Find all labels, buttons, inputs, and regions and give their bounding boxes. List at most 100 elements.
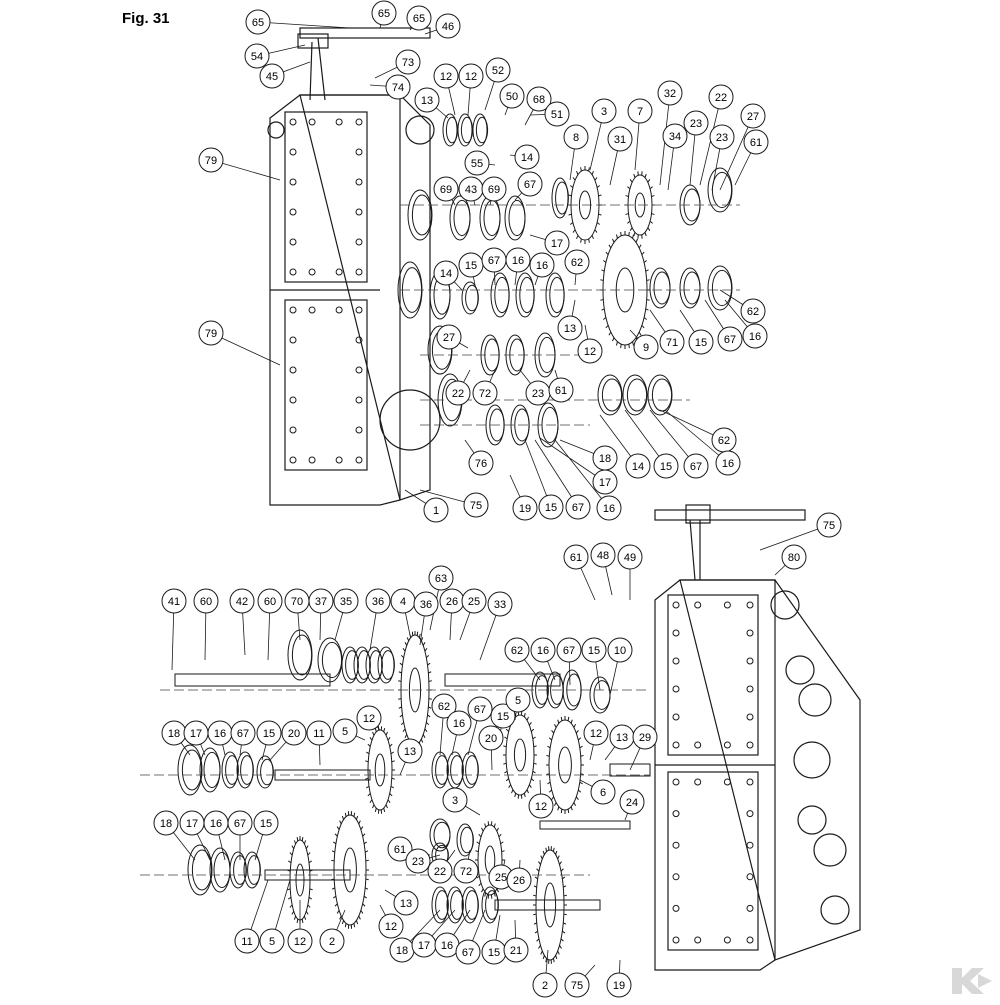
part-callout[interactable]: 20 — [282, 721, 306, 745]
part-callout[interactable]: 12 — [357, 706, 381, 730]
part-callout[interactable]: 5 — [260, 929, 284, 953]
part-callout[interactable]: 15 — [539, 495, 563, 519]
part-callout[interactable]: 76 — [469, 451, 493, 475]
part-callout[interactable]: 16 — [204, 811, 228, 835]
part-callout[interactable]: 13 — [558, 316, 582, 340]
part-callout[interactable]: 18 — [154, 811, 178, 835]
part-callout[interactable]: 18 — [593, 446, 617, 470]
part-callout[interactable]: 67 — [718, 327, 742, 351]
part-callout[interactable]: 71 — [660, 330, 684, 354]
part-callout[interactable]: 37 — [309, 589, 333, 613]
part-callout[interactable]: 51 — [545, 102, 569, 126]
part-callout[interactable]: 13 — [415, 88, 439, 112]
part-callout[interactable]: 14 — [434, 261, 458, 285]
part-callout[interactable]: 41 — [162, 589, 186, 613]
part-callout[interactable]: 15 — [582, 638, 606, 662]
part-callout[interactable]: 67 — [456, 940, 480, 964]
part-callout[interactable]: 17 — [412, 933, 436, 957]
part-callout[interactable]: 22 — [709, 85, 733, 109]
part-callout[interactable]: 52 — [486, 58, 510, 82]
part-callout[interactable]: 62 — [712, 428, 736, 452]
part-callout[interactable]: 14 — [515, 145, 539, 169]
part-callout[interactable]: 60 — [194, 589, 218, 613]
part-callout[interactable]: 33 — [488, 592, 512, 616]
part-callout[interactable]: 7 — [628, 99, 652, 123]
part-callout[interactable]: 67 — [518, 172, 542, 196]
part-callout[interactable]: 25 — [462, 589, 486, 613]
part-callout[interactable]: 3 — [443, 788, 467, 812]
part-callout[interactable]: 62 — [565, 250, 589, 274]
part-callout[interactable]: 16 — [531, 638, 555, 662]
part-callout[interactable]: 34 — [663, 124, 687, 148]
part-callout[interactable]: 18 — [390, 938, 414, 962]
part-callout[interactable]: 61 — [549, 378, 573, 402]
part-callout[interactable]: 43 — [459, 177, 483, 201]
part-callout[interactable]: 42 — [230, 589, 254, 613]
part-callout[interactable]: 17 — [184, 721, 208, 745]
part-callout[interactable]: 16 — [208, 721, 232, 745]
part-callout[interactable]: 13 — [398, 739, 422, 763]
part-callout[interactable]: 79 — [199, 148, 223, 172]
part-callout[interactable]: 23 — [684, 111, 708, 135]
part-callout[interactable]: 17 — [545, 231, 569, 255]
part-callout[interactable]: 12 — [379, 914, 403, 938]
part-callout[interactable]: 13 — [394, 891, 418, 915]
part-callout[interactable]: 49 — [618, 545, 642, 569]
part-callout[interactable]: 45 — [260, 64, 284, 88]
part-callout[interactable]: 6 — [591, 780, 615, 804]
part-callout[interactable]: 19 — [607, 973, 631, 997]
part-callout[interactable]: 12 — [434, 64, 458, 88]
part-callout[interactable]: 15 — [459, 253, 483, 277]
part-callout[interactable]: 79 — [199, 321, 223, 345]
part-callout[interactable]: 23 — [406, 849, 430, 873]
part-callout[interactable]: 62 — [505, 638, 529, 662]
part-callout[interactable]: 65 — [372, 1, 396, 25]
part-callout[interactable]: 16 — [530, 253, 554, 277]
part-callout[interactable]: 2 — [320, 929, 344, 953]
part-callout[interactable]: 55 — [465, 151, 489, 175]
part-callout[interactable]: 69 — [482, 177, 506, 201]
part-callout[interactable]: 67 — [557, 638, 581, 662]
part-callout[interactable]: 22 — [446, 381, 470, 405]
part-callout[interactable]: 48 — [591, 543, 615, 567]
part-callout[interactable]: 20 — [479, 726, 503, 750]
part-callout[interactable]: 80 — [782, 545, 806, 569]
part-callout[interactable]: 15 — [482, 940, 506, 964]
part-callout[interactable]: 15 — [254, 811, 278, 835]
part-callout[interactable]: 8 — [564, 125, 588, 149]
part-callout[interactable]: 75 — [565, 973, 589, 997]
part-callout[interactable]: 27 — [741, 104, 765, 128]
part-callout[interactable]: 36 — [414, 592, 438, 616]
part-callout[interactable]: 16 — [435, 933, 459, 957]
part-callout[interactable]: 62 — [741, 299, 765, 323]
part-callout[interactable]: 15 — [654, 454, 678, 478]
part-callout[interactable]: 72 — [473, 381, 497, 405]
part-callout[interactable]: 24 — [620, 790, 644, 814]
part-callout[interactable]: 72 — [454, 859, 478, 883]
part-callout[interactable]: 5 — [333, 719, 357, 743]
part-callout[interactable]: 2 — [533, 973, 557, 997]
part-callout[interactable]: 12 — [459, 64, 483, 88]
part-callout[interactable]: 65 — [246, 10, 270, 34]
part-callout[interactable]: 16 — [447, 711, 471, 735]
part-callout[interactable]: 75 — [817, 513, 841, 537]
part-callout[interactable]: 26 — [507, 868, 531, 892]
part-callout[interactable]: 10 — [608, 638, 632, 662]
part-callout[interactable]: 54 — [245, 44, 269, 68]
part-callout[interactable]: 19 — [513, 496, 537, 520]
part-callout[interactable]: 67 — [231, 721, 255, 745]
part-callout[interactable]: 21 — [504, 938, 528, 962]
part-callout[interactable]: 15 — [257, 721, 281, 745]
part-callout[interactable]: 16 — [743, 324, 767, 348]
part-callout[interactable]: 69 — [434, 177, 458, 201]
part-callout[interactable]: 12 — [288, 929, 312, 953]
part-callout[interactable]: 50 — [500, 84, 524, 108]
part-callout[interactable]: 67 — [684, 454, 708, 478]
part-callout[interactable]: 22 — [428, 859, 452, 883]
part-callout[interactable]: 18 — [162, 721, 186, 745]
part-callout[interactable]: 31 — [608, 127, 632, 151]
part-callout[interactable]: 17 — [180, 811, 204, 835]
part-callout[interactable]: 27 — [437, 325, 461, 349]
part-callout[interactable]: 3 — [592, 99, 616, 123]
part-callout[interactable]: 23 — [710, 125, 734, 149]
